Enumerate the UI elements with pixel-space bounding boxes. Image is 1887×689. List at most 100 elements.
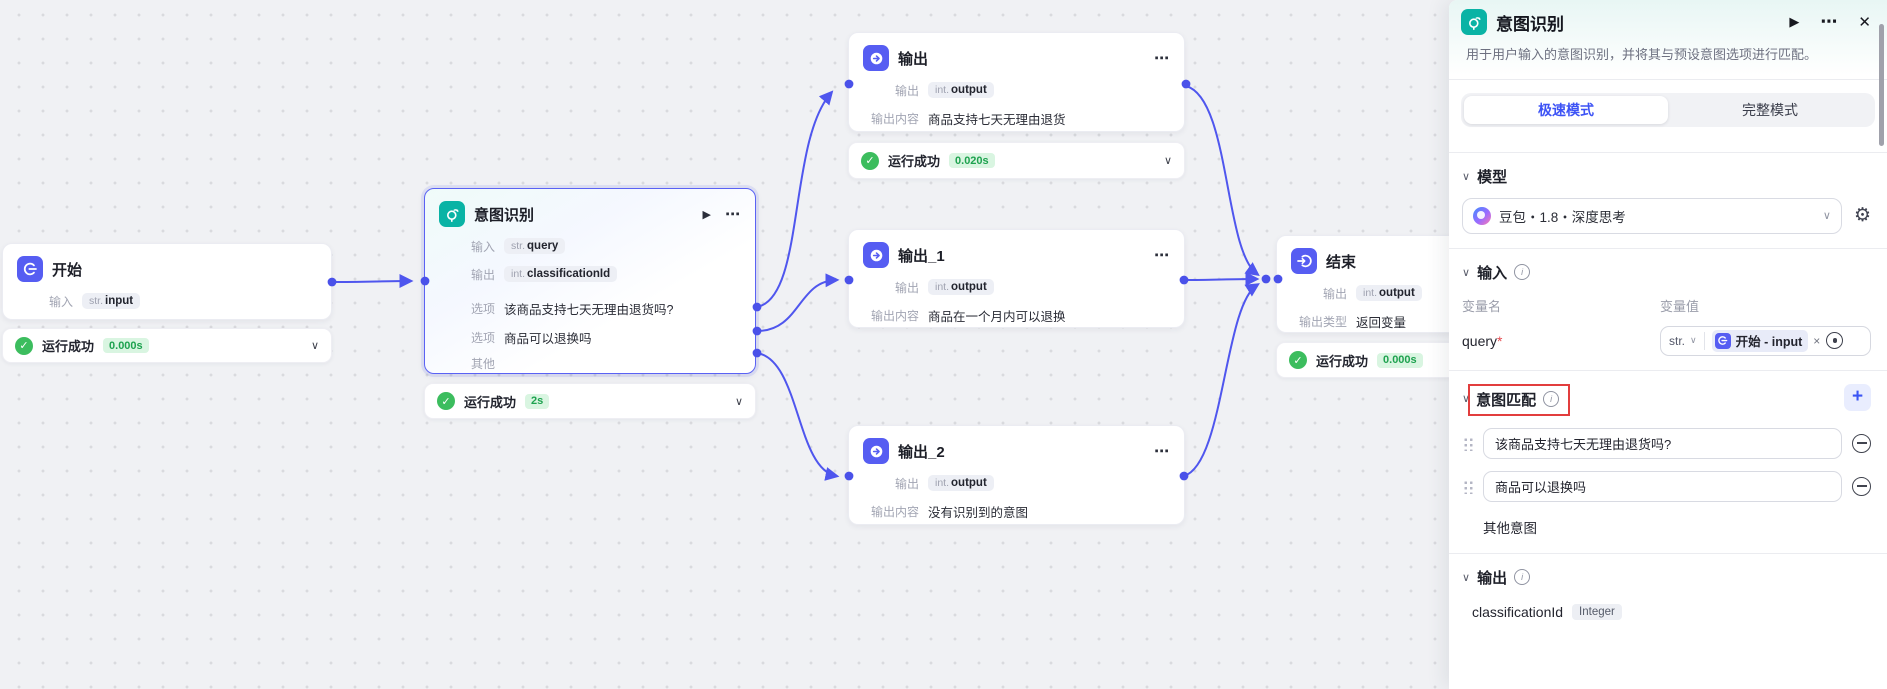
drag-handle-icon[interactable] [1462, 435, 1473, 451]
annotation-red-box: 意图匹配 i [1468, 383, 1571, 416]
option-label: 选项 [470, 302, 495, 316]
doubao-model-icon [1473, 206, 1491, 225]
status-label: 运行成功 [1316, 353, 1369, 369]
status-label: 运行成功 [464, 394, 517, 410]
field-label: 输出内容 [870, 505, 919, 519]
node-title: 意图识别 [474, 206, 535, 224]
chevron-down-icon[interactable]: ∨ [1163, 155, 1172, 167]
tab-fast-mode[interactable]: 极速模式 [1464, 95, 1668, 124]
more-icon[interactable]: ⋯ [1820, 12, 1838, 31]
variable-name: query [1462, 332, 1498, 349]
section-title: 模型 [1477, 168, 1508, 186]
type-select[interactable]: str. [1669, 333, 1686, 348]
output-content-text: 商品在一个月内可以退换 [928, 310, 1066, 324]
option-label: 选项 [470, 331, 495, 345]
node-output-2[interactable]: 输出_2 ⋯ 输出 int.output 输出内容 没有识别到的意图 [848, 425, 1185, 525]
output-field-row: classificationId Integer [1472, 603, 1871, 620]
section-title: 意图匹配 [1476, 391, 1537, 409]
panel-title: 意图识别 [1496, 14, 1564, 34]
chevron-down-icon[interactable]: ∨ [1462, 266, 1471, 279]
field-label: 输出 [894, 83, 919, 98]
node-intent-recognition[interactable]: 意图识别 ▶ ⋯ 输入 str.query 输出 int.classificat… [424, 188, 756, 374]
field-label: 输入 [470, 239, 495, 254]
end-icon [1291, 248, 1317, 274]
intent-item-row: 商品可以退换吗 [1462, 470, 1871, 502]
variable-value-control[interactable]: str. ∨ 开始 - input × [1660, 325, 1871, 356]
more-icon[interactable]: ⋯ [1154, 50, 1170, 67]
status-bar-start[interactable]: ✓ 运行成功 0.000s ∨ [2, 328, 332, 363]
output-content-text: 商品支持七天无理由退货 [928, 113, 1066, 127]
status-time-badge: 0.020s [949, 153, 995, 168]
status-time-badge: 0.000s [103, 338, 149, 353]
intent-text-input[interactable]: 该商品支持七天无理由退货吗? [1483, 427, 1842, 459]
reference-text: 开始 - input [1735, 335, 1803, 349]
section-model: ∨ 模型 豆包・1.8・深度思考 ∨ ⚙ [1449, 153, 1887, 248]
variable-chip: int.output [928, 475, 994, 491]
node-title: 输出 [898, 50, 929, 68]
variable-chip: str.input [82, 293, 141, 309]
panel-scrollbar[interactable] [1879, 24, 1884, 146]
field-label: 输出 [894, 280, 919, 295]
more-icon[interactable]: ⋯ [1154, 247, 1170, 264]
chevron-down-icon[interactable]: ∨ [1462, 392, 1471, 405]
status-bar-output[interactable]: ✓ 运行成功 0.020s ∨ [848, 142, 1185, 179]
status-time-badge: 0.000s [1377, 352, 1423, 368]
divider [1703, 331, 1705, 350]
workflow-canvas[interactable]: 开始 输入 str.input ✓ 运行成功 0.000s ∨ 意图识别 ▶ [0, 0, 1491, 689]
clear-reference-icon[interactable]: × [1813, 333, 1821, 348]
node-output[interactable]: 输出 ⋯ 输出 int.output 输出内容 商品支持七天无理由退货 [848, 32, 1185, 132]
gear-icon[interactable]: ⚙ [1853, 205, 1871, 226]
input-variable-row: query* str. ∨ 开始 - input × [1462, 325, 1871, 356]
intent-text-input[interactable]: 商品可以退换吗 [1483, 470, 1842, 502]
edge-intent-to-output1[interactable] [756, 273, 840, 332]
edge-intent-to-output[interactable] [756, 90, 834, 308]
chevron-down-icon[interactable]: ∨ [310, 340, 319, 352]
remove-intent-icon[interactable] [1852, 476, 1871, 496]
option-text: 商品可以退换吗 [504, 332, 592, 346]
variable-chip: int.output [1356, 285, 1422, 301]
section-input: ∨ 输入 i 变量名 变量值 query* str. ∨ [1449, 249, 1887, 370]
field-label: 输出内容 [870, 112, 919, 126]
status-label: 运行成功 [888, 154, 941, 169]
field-label: 输出类型 [1298, 315, 1347, 329]
node-title: 输出_1 [898, 247, 945, 265]
option-label-other: 其他 [470, 356, 495, 371]
status-bar-intent[interactable]: ✓ 运行成功 2s ∨ [424, 383, 756, 419]
variable-reference-chip[interactable]: 开始 - input [1711, 329, 1809, 352]
more-icon[interactable]: ⋯ [725, 206, 741, 223]
output-type-text: 返回变量 [1356, 316, 1407, 330]
divider [1449, 369, 1887, 371]
edge-output-to-end[interactable] [1185, 85, 1260, 277]
field-label: 输出内容 [870, 309, 919, 323]
drag-handle-icon[interactable] [1462, 478, 1473, 494]
model-select[interactable]: 豆包・1.8・深度思考 ∨ [1462, 197, 1842, 234]
success-check-icon: ✓ [437, 392, 455, 410]
success-check-icon: ✓ [1289, 351, 1307, 369]
edge-intent-to-output2[interactable] [756, 352, 840, 481]
chevron-down-icon[interactable]: ∨ [734, 395, 743, 408]
chevron-down-icon[interactable]: ∨ [1462, 170, 1471, 183]
edge-output2-to-end[interactable] [1183, 283, 1260, 477]
run-icon[interactable]: ▶ [1789, 14, 1800, 29]
more-icon[interactable]: ⋯ [1154, 443, 1170, 460]
variable-chip: str.query [504, 238, 566, 254]
chevron-down-icon[interactable]: ∨ [1462, 571, 1471, 584]
model-value: 豆包・1.8・深度思考 [1499, 209, 1626, 225]
edge-output1-to-end[interactable] [1183, 272, 1260, 287]
close-icon[interactable]: ✕ [1858, 14, 1871, 31]
edge-start-to-intent[interactable] [331, 274, 414, 289]
remove-intent-icon[interactable] [1852, 433, 1871, 453]
run-node-icon[interactable]: ▶ [702, 208, 711, 221]
locate-node-icon[interactable] [1826, 332, 1844, 349]
tab-full-mode[interactable]: 完整模式 [1742, 101, 1798, 118]
output-icon [863, 438, 889, 464]
status-label: 运行成功 [42, 339, 95, 354]
add-intent-button[interactable]: + [1844, 383, 1871, 411]
intent-config-panel: 意图识别 ▶ ⋯ ✕ 用于用户输入的意图识别，并将其与预设意图选项进行匹配。 极… [1449, 0, 1887, 689]
other-intent-label: 其他意图 [1483, 520, 1537, 536]
panel-description: 用于用户输入的意图识别，并将其与预设意图选项进行匹配。 [1466, 47, 1818, 62]
variable-chip: int.output [928, 279, 994, 295]
section-title: 输出 [1477, 569, 1508, 587]
node-start[interactable]: 开始 输入 str.input [2, 243, 332, 320]
node-output-1[interactable]: 输出_1 ⋯ 输出 int.output 输出内容 商品在一个月内可以退换 [848, 229, 1185, 328]
